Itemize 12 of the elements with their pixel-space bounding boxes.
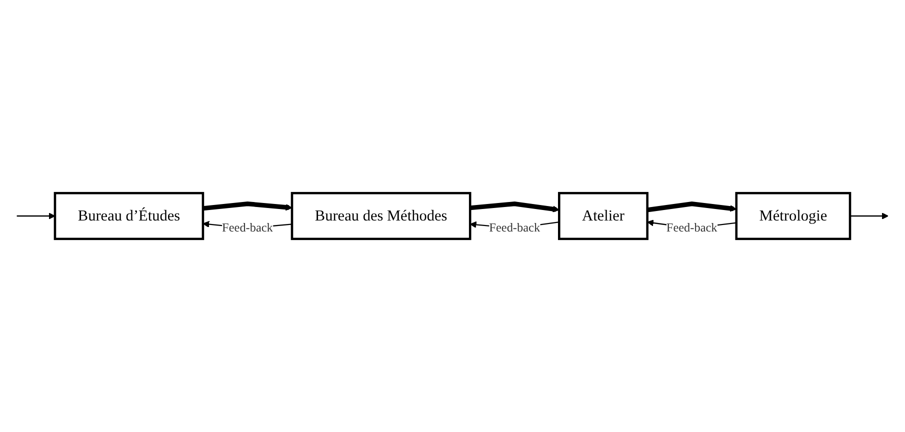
arrow [850,212,888,220]
arrow [470,201,560,212]
node-box: Bureau des Méthodes [290,192,472,240]
node-box: Atelier [558,192,648,240]
edge-label: Feed-back [666,221,718,234]
arrow [647,201,737,212]
arrow [16,212,56,220]
edge-label: Feed-back [489,221,540,234]
node-box: Bureau d’Études [54,192,204,240]
edge-label: Feed-back [222,221,273,234]
arrow [202,201,292,211]
node-box: Métrologie [735,192,852,240]
